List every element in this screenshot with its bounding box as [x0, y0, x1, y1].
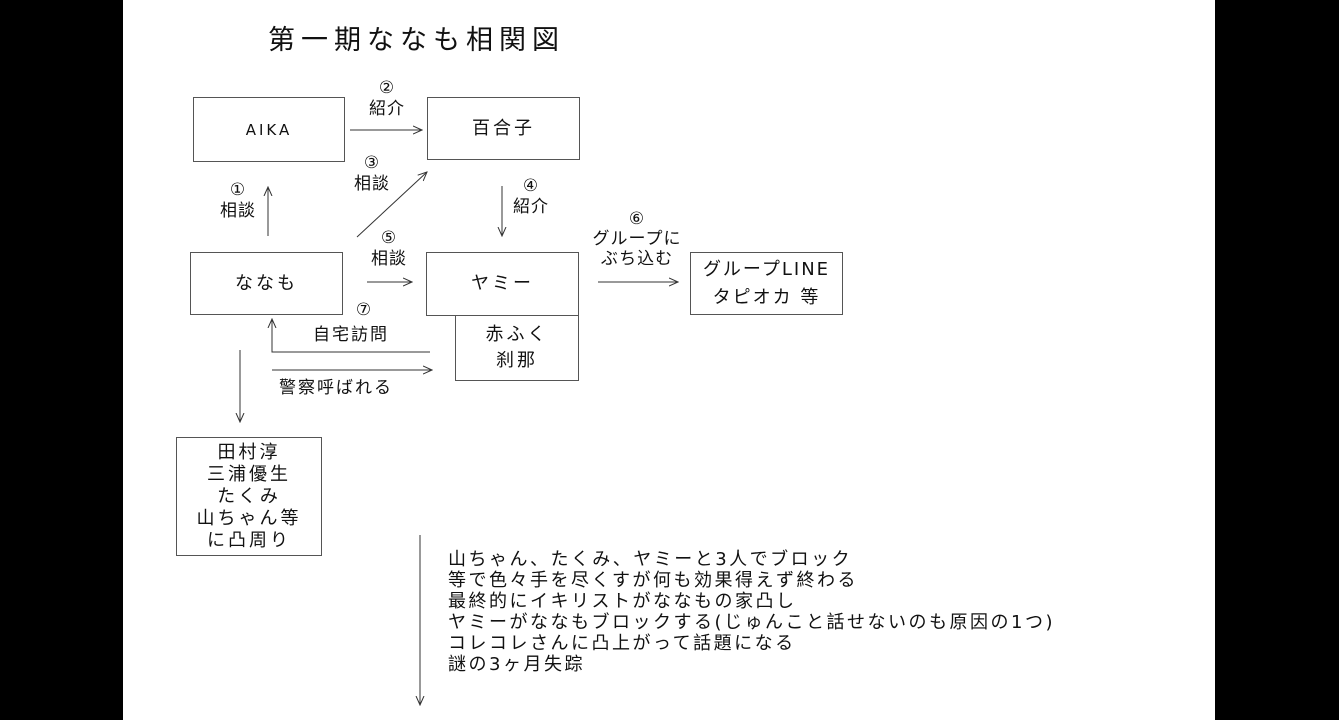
node-label: 三浦優生: [207, 463, 291, 485]
timeline-notes: 山ちゃん、たくみ、ヤミーと3人でブロック 等で色々手を尽くすが何も効果得えず終わ…: [448, 549, 1055, 675]
note-line: ヤミーがななもブロックする(じゅんこと話せないのも原因の1つ): [448, 612, 1055, 633]
diagram-canvas: [123, 0, 1215, 720]
node-label: 山ちゃん等: [196, 507, 302, 529]
arrow-e7: [272, 319, 430, 353]
note-line: 謎の3ヶ月失踪: [448, 654, 585, 675]
edge-text: 相談: [354, 174, 390, 194]
node-label: たくみ: [217, 485, 281, 507]
page-title: 第一期ななも相関図: [268, 25, 565, 56]
node-label: 百合子: [472, 117, 535, 139]
edge-label-e7: 自宅訪問: [313, 325, 389, 345]
note-line: コレコレさんに凸上がって話題になる: [448, 633, 796, 654]
node-yuriko: 百合子: [427, 97, 580, 160]
edge-text: 相談: [220, 201, 256, 221]
node-group: グループLINE タピオカ 等: [690, 252, 843, 315]
edge-text: 相談: [371, 249, 407, 269]
node-label: ヤミー: [471, 273, 534, 294]
edge-text: ぶち込む: [600, 249, 674, 269]
node-aika: AIKA: [193, 97, 345, 162]
node-label: に凸周り: [207, 529, 291, 551]
node-label: グループLINE: [702, 258, 831, 280]
edge-text: 紹介: [513, 197, 549, 217]
edge-number: ④: [522, 176, 540, 196]
edge-text: グループに: [592, 229, 682, 249]
edge-label-police: 警察呼ばれる: [279, 378, 393, 398]
edge-number: ⑥: [628, 209, 646, 229]
edge-text: 紹介: [369, 99, 405, 119]
node-label: 赤ふく: [485, 324, 549, 345]
node-label: AIKA: [245, 120, 293, 139]
edge-number: ②: [378, 78, 396, 98]
node-label: ななも: [235, 272, 298, 294]
node-yami-sub: 赤ふく刹那: [455, 315, 579, 381]
node-raiders: 田村淳三浦優生たくみ山ちゃん等に凸周り: [176, 437, 322, 556]
edge-number: ①: [229, 180, 247, 200]
note-line: 山ちゃん、たくみ、ヤミーと3人でブロック: [448, 549, 853, 570]
note-line: 等で色々手を尽くすが何も効果得えず終わる: [448, 570, 858, 591]
edge-number: ⑤: [380, 228, 398, 248]
edge-number: ③: [363, 153, 381, 173]
note-line: 最終的にイキリストがななもの家凸し: [448, 591, 797, 612]
node-nanamo: ななも: [190, 252, 343, 315]
node-label: 田村淳: [217, 441, 281, 463]
node-label: 刹那: [496, 350, 538, 371]
node-label: タピオカ 等: [712, 286, 821, 308]
edge-number-e7: ⑦: [355, 300, 373, 320]
arrow-e3: [356, 172, 427, 238]
